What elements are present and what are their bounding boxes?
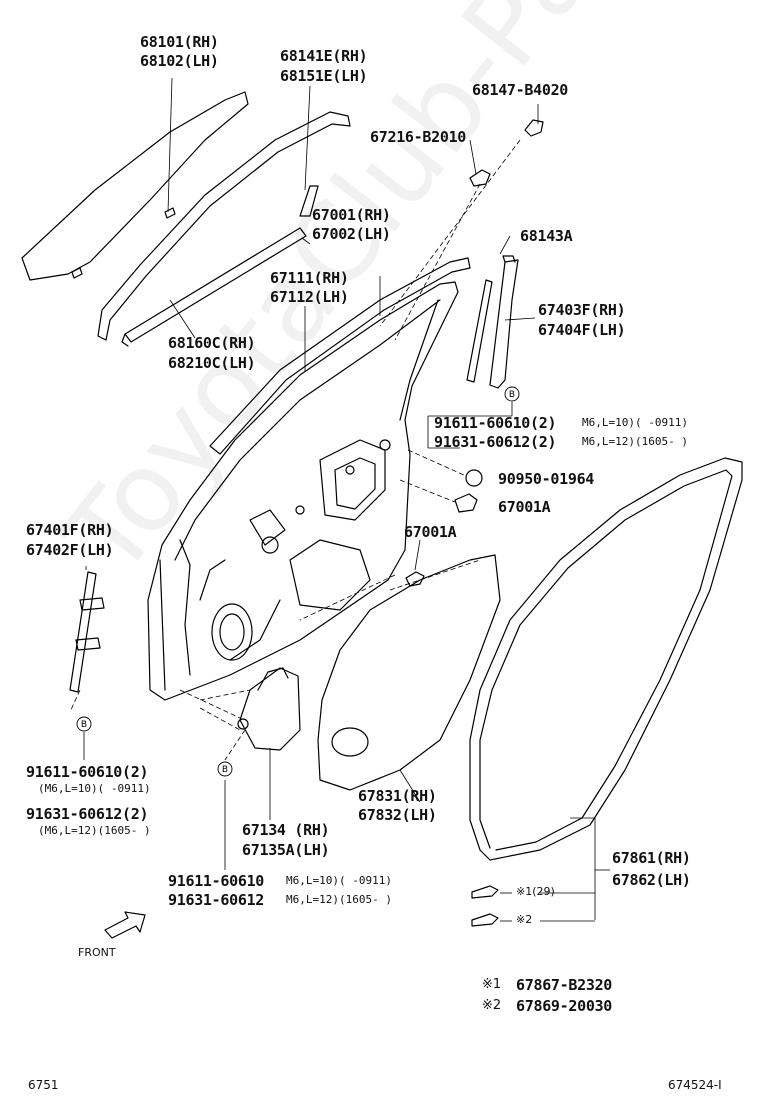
label-91611-b-spec: (M6,L=10)( -0911) — [38, 782, 151, 795]
callout-b-3 — [217, 761, 233, 777]
label-67404f: 67404F(LH) — [538, 321, 626, 339]
clip-67216 — [469, 169, 491, 187]
rear-sash — [489, 259, 519, 389]
note-2-mark: ※2 — [482, 998, 502, 1013]
note-1-part: 67867-B2320 — [516, 976, 613, 994]
label-front: FRONT — [78, 946, 116, 959]
door-frame-upper — [209, 257, 471, 455]
label-67135a: 67135A(LH) — [242, 841, 330, 859]
label-91631-a: 91631-60612(2) — [434, 433, 557, 451]
front-arrow-icon — [104, 911, 146, 939]
label-91631-b-spec: (M6,L=12)(1605- ) — [38, 824, 151, 837]
label-67401f: 67401F(RH) — [26, 521, 114, 539]
label-67216: 67216-B2010 — [370, 128, 467, 146]
plug-90950 — [465, 469, 483, 487]
callout-b-3-text: B — [222, 765, 228, 775]
nut-67001A — [454, 493, 478, 513]
callout-b-2 — [76, 716, 92, 732]
note-1-mark: ※1 — [482, 977, 502, 992]
label-67134: 67134 (RH) — [242, 821, 330, 839]
label-67862: 67862(LH) — [612, 871, 691, 889]
page-number-right: 674524-I — [668, 1078, 722, 1092]
window-regulator — [239, 667, 301, 751]
note-2-part: 67869-20030 — [516, 997, 613, 1015]
door-panel — [147, 281, 459, 701]
label-67831: 67831(RH) — [358, 787, 437, 805]
rear-strip — [466, 279, 493, 383]
label-91631-c: 91631-60612 — [168, 891, 265, 909]
label-91631-b: 91631-60612(2) — [26, 805, 149, 823]
label-68102: 68102(LH) — [140, 52, 219, 70]
clip-1 — [471, 885, 499, 899]
label-67402f: 67402F(LH) — [26, 541, 114, 559]
label-67111: 67111(RH) — [270, 269, 349, 287]
label-91631-c-spec: M6,L=12)(1605- ) — [286, 893, 392, 906]
label-91611-c-spec: M6,L=10)( -0911) — [286, 874, 392, 887]
clip-2 — [471, 913, 499, 927]
callout-b-2-text: B — [81, 720, 87, 730]
label-67861: 67861(RH) — [612, 849, 691, 867]
callout-b-1 — [504, 386, 520, 402]
label-68160c: 68160C(RH) — [168, 334, 256, 352]
glass-clip — [71, 207, 176, 279]
label-68151e: 68151E(LH) — [280, 67, 368, 85]
label-67001: 67001(RH) — [312, 206, 391, 224]
label-90950: 90950-01964 — [498, 470, 595, 488]
belt-moulding — [124, 227, 307, 343]
label-clip-1: ※1(29) — [516, 885, 555, 898]
label-68101: 68101(RH) — [140, 33, 219, 51]
label-67832: 67832(LH) — [358, 806, 437, 824]
label-68143a: 68143A — [520, 227, 573, 245]
service-cover — [317, 554, 501, 791]
label-91611-b: 91611-60610(2) — [26, 763, 149, 781]
callout-b-1-text: B — [509, 390, 515, 400]
weatherstrip — [469, 457, 743, 861]
label-91611-c: 91611-60610 — [168, 872, 265, 890]
label-68141e: 68141E(RH) — [280, 47, 368, 65]
front-sash — [69, 571, 97, 693]
label-67403f: 67403F(RH) — [538, 301, 626, 319]
label-68147: 68147-B4020 — [472, 81, 569, 99]
label-67001a-2: 67001A — [404, 523, 457, 541]
label-91611-a-spec: M6,L=10)( -0911) — [582, 416, 688, 429]
label-67112: 67112(LH) — [270, 288, 349, 306]
label-67001a-1: 67001A — [498, 498, 551, 516]
label-68210c: 68210C(LH) — [168, 354, 256, 372]
label-91631-a-spec: M6,L=12)(1605- ) — [582, 435, 688, 448]
run-channel — [97, 111, 351, 341]
label-67002: 67002(LH) — [312, 225, 391, 243]
nut-67001A-2 — [405, 571, 425, 587]
door-glass — [21, 91, 249, 281]
page-number-left: 6751 — [28, 1078, 59, 1092]
label-clip-2: ※2 — [516, 913, 533, 926]
clip-68147 — [524, 119, 544, 137]
label-91611-a: 91611-60610(2) — [434, 414, 557, 432]
